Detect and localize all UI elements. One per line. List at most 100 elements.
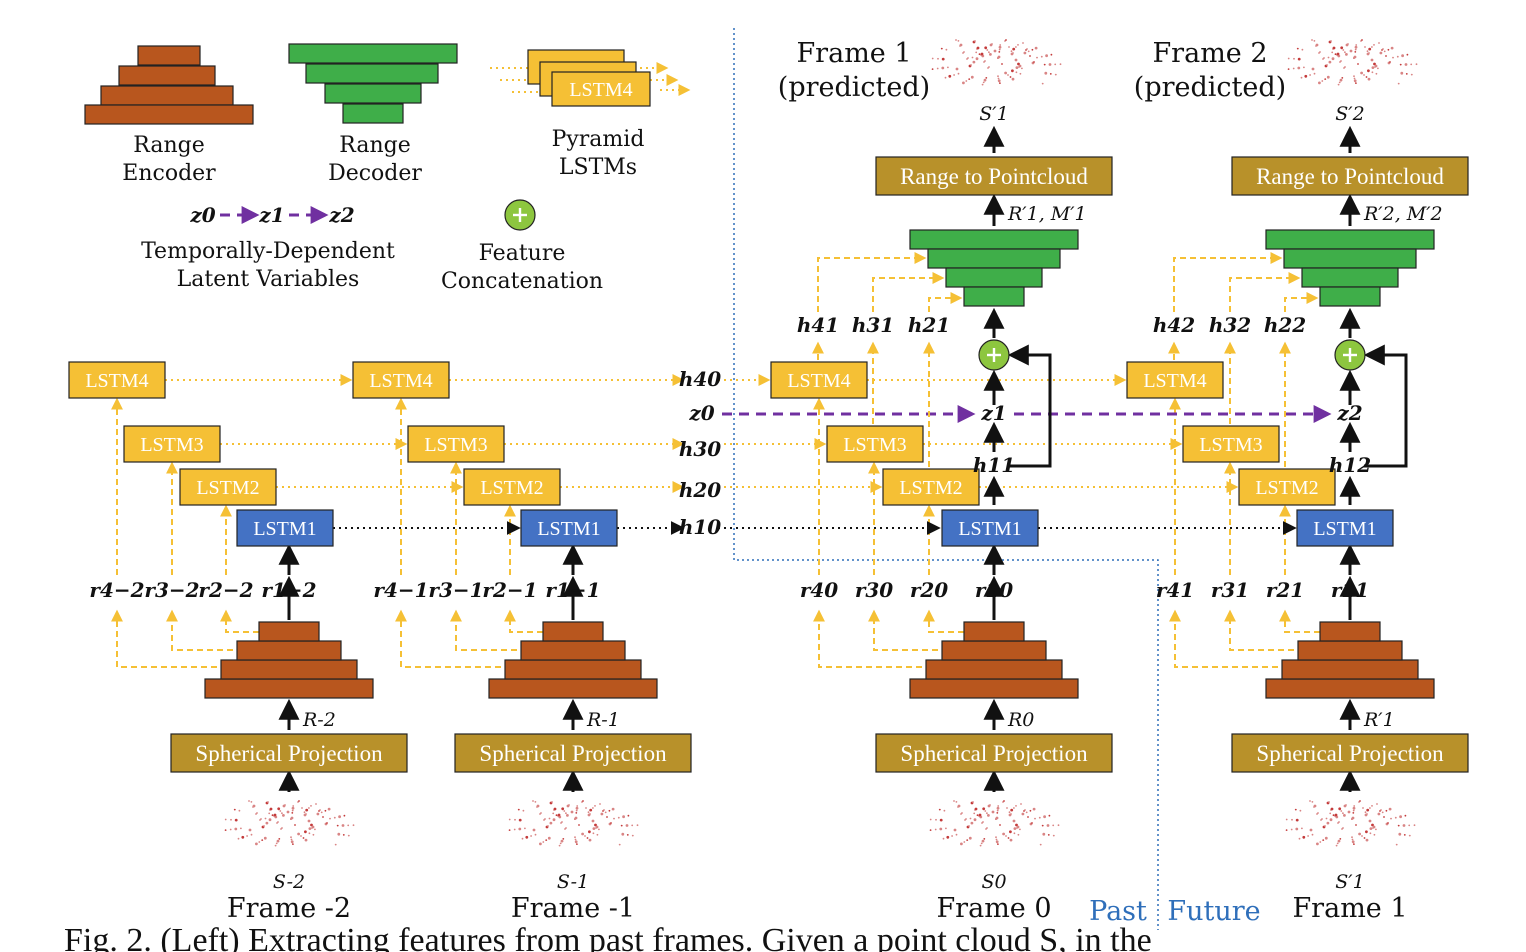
pred-0-decoder-level-4 bbox=[963, 286, 1025, 307]
cloud-point bbox=[1032, 807, 1036, 811]
cloud-point bbox=[968, 78, 971, 80]
frame-3-lstm4-label: LSTM4 bbox=[1143, 370, 1206, 392]
cloud-point bbox=[1353, 77, 1356, 80]
cloud-point bbox=[620, 824, 623, 827]
cloud-point bbox=[1059, 63, 1062, 66]
cloud-point bbox=[592, 832, 595, 835]
cloud-point bbox=[1015, 46, 1017, 48]
cloud-point bbox=[563, 810, 566, 812]
cloud-point bbox=[997, 805, 1000, 807]
cloud-point bbox=[984, 46, 988, 50]
cloud-point bbox=[599, 803, 601, 805]
cloud-point bbox=[1339, 78, 1343, 82]
cloud-point bbox=[1337, 839, 1341, 843]
frame-1-enc-to-r2 bbox=[504, 609, 543, 633]
cloud-point bbox=[327, 807, 331, 811]
cloud-point bbox=[943, 809, 946, 812]
legend-decoder-level-3 bbox=[324, 83, 422, 104]
cloud-point bbox=[1300, 76, 1303, 79]
frame-2-lstm1-label: LSTM1 bbox=[958, 518, 1021, 540]
pred-0-h1-bypass bbox=[1007, 344, 1052, 468]
cloud-point bbox=[970, 821, 974, 825]
cloud-point bbox=[338, 815, 341, 819]
frame-2-r2-label: r20 bbox=[910, 578, 948, 602]
cloud-point bbox=[1004, 71, 1007, 75]
cloud-point bbox=[1410, 63, 1413, 66]
cloud-point bbox=[1324, 78, 1327, 80]
cloud-point bbox=[290, 816, 294, 820]
cloud-point bbox=[277, 807, 281, 811]
frame-1-lstm3-label: LSTM3 bbox=[424, 434, 487, 456]
cloud-point bbox=[343, 814, 346, 817]
cloud-point bbox=[1315, 43, 1319, 47]
cloud-point bbox=[320, 811, 323, 814]
frame-2-lstm1-box bbox=[941, 509, 1039, 547]
frame-2-point-cloud bbox=[929, 800, 1060, 847]
cloud-point bbox=[540, 812, 542, 814]
cloud-point bbox=[1008, 46, 1010, 48]
cloud-point bbox=[273, 813, 277, 817]
cloud-point bbox=[576, 843, 578, 845]
frame-1-lstm4-label: LSTM4 bbox=[369, 370, 432, 392]
cloud-point bbox=[250, 801, 253, 803]
frame-0-spherical-projection-box bbox=[170, 733, 408, 773]
cloud-point bbox=[979, 844, 982, 847]
frame-0-r3-label: r3−2 bbox=[144, 578, 199, 602]
cloud-point bbox=[959, 43, 963, 47]
cloud-point bbox=[965, 80, 968, 82]
frame-1-range-label: R-1 bbox=[586, 709, 620, 731]
cloud-point bbox=[600, 812, 604, 816]
cloud-point bbox=[1323, 57, 1325, 59]
cloud-point bbox=[1380, 809, 1382, 811]
cloud-point bbox=[539, 842, 542, 846]
cloud-point bbox=[988, 51, 990, 54]
cloud-point bbox=[1040, 55, 1043, 58]
cloud-point bbox=[1365, 838, 1369, 842]
cloud-point bbox=[631, 824, 634, 827]
cloud-point bbox=[982, 807, 986, 811]
cloud-point bbox=[1385, 809, 1388, 812]
cloud-point bbox=[1371, 823, 1374, 827]
cloud-point bbox=[1413, 824, 1416, 827]
cloud-point bbox=[574, 840, 578, 844]
cloud-point bbox=[1401, 54, 1404, 58]
cloud-point bbox=[255, 842, 258, 846]
cloud-point bbox=[1041, 824, 1044, 827]
cloud-point bbox=[594, 805, 596, 807]
cloud-point bbox=[1020, 803, 1022, 805]
legend-encoder-level-4 bbox=[137, 45, 201, 66]
frame-3-lstm3-label: LSTM3 bbox=[1199, 434, 1262, 456]
pred-0-h1-label: h11 bbox=[973, 453, 1015, 477]
pred-0-h4-to-dec bbox=[817, 252, 927, 312]
cloud-point bbox=[1011, 69, 1014, 73]
frame-3-encoder-level-2 bbox=[1281, 659, 1419, 680]
frame-0-lstm2-label: LSTM2 bbox=[196, 477, 259, 499]
cloud-point bbox=[986, 812, 988, 815]
cloud-point bbox=[314, 828, 316, 831]
cloud-point bbox=[575, 806, 579, 810]
frame-3-enc-to-r3 bbox=[1224, 609, 1304, 651]
cloud-point bbox=[518, 827, 522, 831]
frame-1-encoder-level-1 bbox=[488, 678, 658, 699]
legend-encoder-label-line: Range bbox=[133, 133, 204, 158]
past-label: Past bbox=[1089, 896, 1147, 927]
frame-0-enc-to-r3 bbox=[166, 609, 243, 651]
pred-0-rm-label: R′1, M′1 bbox=[1007, 203, 1087, 225]
pred-1-decoder-level-4 bbox=[1319, 286, 1381, 307]
cloud-point bbox=[1392, 56, 1394, 59]
cloud-point bbox=[983, 838, 986, 840]
cloud-point bbox=[1336, 842, 1339, 845]
cloud-point bbox=[555, 814, 558, 817]
cloud-point bbox=[565, 812, 567, 815]
cloud-point bbox=[250, 833, 253, 836]
frame-3-spherical-projection-label: Spherical Projection bbox=[1256, 741, 1444, 766]
cloud-point bbox=[238, 809, 241, 812]
cloud-point bbox=[1044, 71, 1048, 75]
frame-3-range-label: R′1 bbox=[1363, 709, 1395, 731]
cloud-point bbox=[1303, 66, 1305, 69]
cloud-point bbox=[1351, 836, 1353, 839]
cloud-point bbox=[1012, 47, 1016, 51]
frame-1-spherical-projection-label: Spherical Projection bbox=[479, 741, 667, 766]
frame-3-enc-to-r4 bbox=[1169, 609, 1288, 668]
